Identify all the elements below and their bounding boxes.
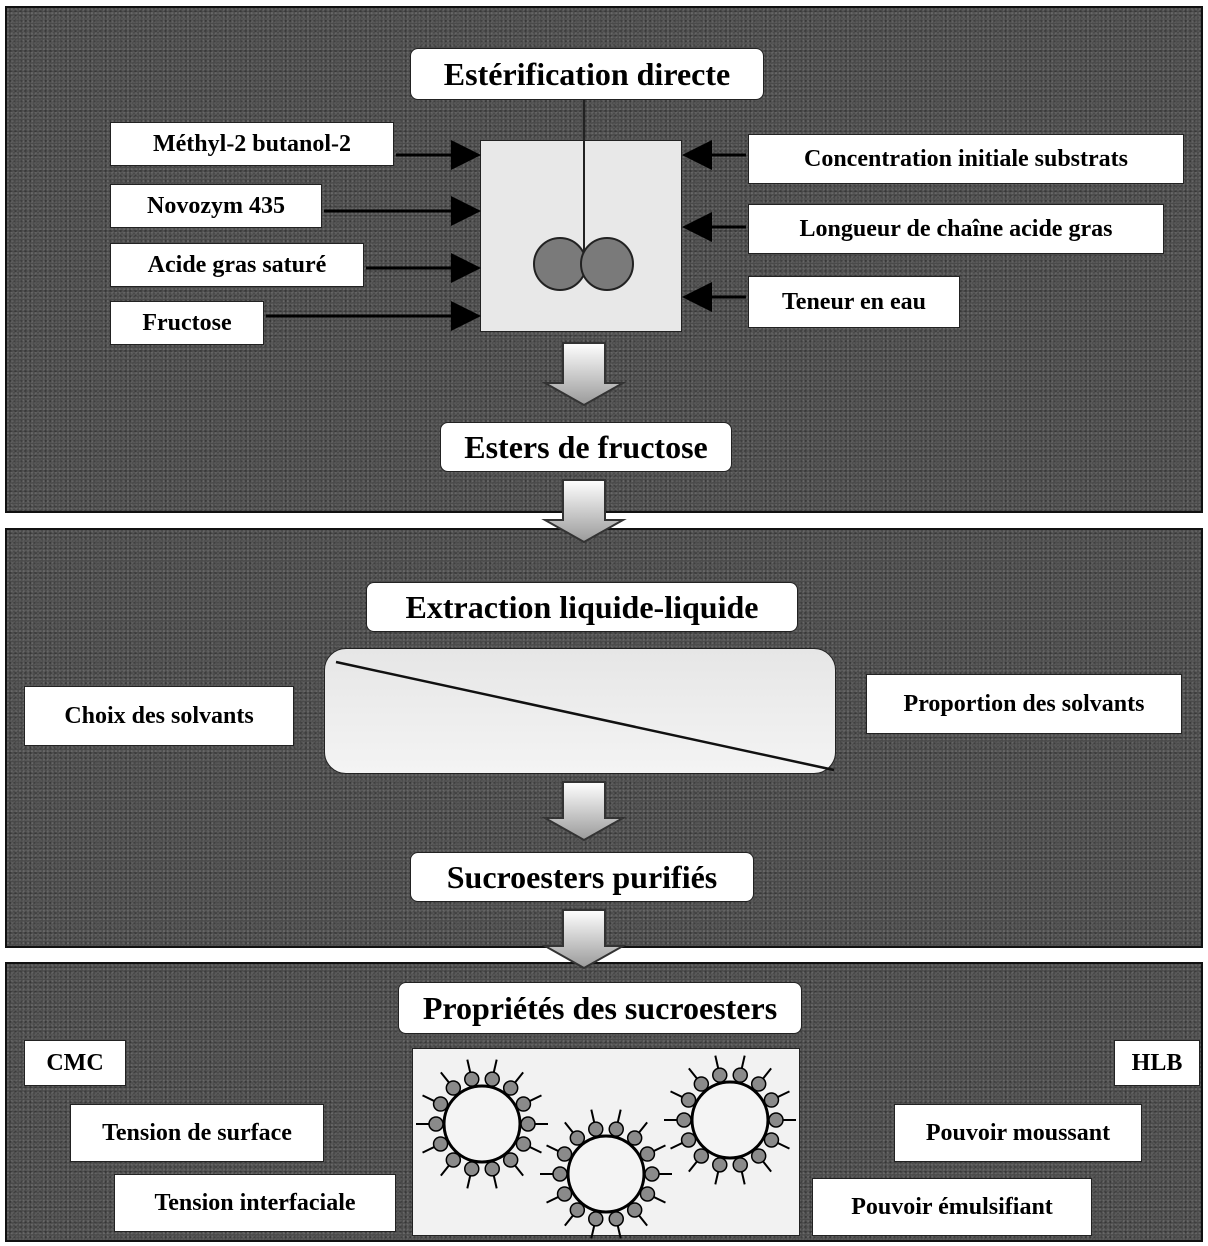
surfactant-head bbox=[693, 1076, 710, 1092]
left-input-arrows bbox=[266, 140, 481, 331]
right-parameter-arrows bbox=[682, 140, 746, 312]
hlb-label: HLB bbox=[1114, 1040, 1200, 1086]
surfactant-head bbox=[768, 1112, 784, 1128]
reactor-vessel bbox=[480, 140, 682, 332]
surfactant-head bbox=[515, 1136, 532, 1152]
param-concentration: Concentration initiale substrats bbox=[748, 134, 1184, 184]
surfactant-head bbox=[515, 1096, 532, 1112]
surfactant-head bbox=[626, 1130, 643, 1146]
proportion-solvants-label: Proportion des solvants bbox=[866, 674, 1182, 734]
proprietes-title: Propriétés des sucroesters bbox=[398, 982, 802, 1034]
tension-surface-label: Tension de surface bbox=[70, 1104, 324, 1162]
extraction-title: Extraction liquide-liquide bbox=[366, 582, 798, 632]
surfactant-head bbox=[680, 1132, 697, 1148]
surfactant-head bbox=[693, 1148, 710, 1164]
surfactant-head bbox=[712, 1067, 728, 1083]
surfactant-head bbox=[445, 1152, 462, 1168]
pouvoir-emulsifiant-label: Pouvoir émulsifiant bbox=[812, 1178, 1092, 1236]
choix-solvants-label: Choix des solvants bbox=[24, 686, 294, 746]
surfactant-head bbox=[750, 1076, 767, 1092]
micelles-icon bbox=[416, 1055, 796, 1239]
surfactant-head bbox=[428, 1116, 444, 1132]
phase-boundary bbox=[335, 660, 835, 772]
param-longueur-chaine: Longueur de chaîne acide gras bbox=[748, 204, 1164, 254]
surfactant-head bbox=[712, 1157, 728, 1173]
surfactant-head bbox=[464, 1071, 480, 1087]
input-fructose: Fructose bbox=[110, 301, 264, 345]
surfactant-head bbox=[484, 1071, 500, 1087]
surfactant-head bbox=[556, 1146, 573, 1162]
surfactant-head bbox=[608, 1121, 624, 1137]
pouvoir-moussant-label: Pouvoir moussant bbox=[894, 1104, 1142, 1162]
surfactant-head bbox=[484, 1161, 500, 1177]
micelle-circle bbox=[690, 1080, 770, 1160]
surfactant-head bbox=[432, 1136, 449, 1152]
surfactant-head bbox=[520, 1116, 536, 1132]
surfactant-head bbox=[569, 1202, 586, 1218]
input-novozym: Novozym 435 bbox=[110, 184, 322, 228]
esters-fructose-output: Esters de fructose bbox=[440, 422, 732, 472]
surfactant-head bbox=[680, 1092, 697, 1108]
surfactant-head bbox=[588, 1121, 604, 1137]
surfactant-head bbox=[732, 1157, 748, 1173]
surfactant-head bbox=[588, 1211, 604, 1227]
surfactant-head bbox=[502, 1152, 519, 1168]
micelle-circle bbox=[566, 1134, 646, 1214]
esterification-title: Estérification directe bbox=[410, 48, 764, 100]
tension-interfaciale-label: Tension interfaciale bbox=[114, 1174, 396, 1232]
surfactant-head bbox=[552, 1166, 568, 1182]
surfactant-head bbox=[763, 1092, 780, 1108]
surfactant-head bbox=[639, 1186, 656, 1202]
surfactant-head bbox=[732, 1067, 748, 1083]
surfactant-head bbox=[763, 1132, 780, 1148]
param-teneur-eau: Teneur en eau bbox=[748, 276, 960, 328]
surfactant-head bbox=[644, 1166, 660, 1182]
surfactant-head bbox=[626, 1202, 643, 1218]
surfactant-head bbox=[445, 1080, 462, 1096]
cmc-label: CMC bbox=[24, 1040, 126, 1086]
stirrer-icon bbox=[533, 100, 634, 291]
sucroesters-purifies-output: Sucroesters purifiés bbox=[410, 852, 754, 902]
input-acide-gras: Acide gras saturé bbox=[110, 243, 364, 287]
surfactant-head bbox=[569, 1130, 586, 1146]
surfactant-head bbox=[432, 1096, 449, 1112]
flow-arrows bbox=[541, 342, 627, 970]
surfactant-head bbox=[502, 1080, 519, 1096]
input-methyl-butanol: Méthyl-2 butanol-2 bbox=[110, 122, 394, 166]
surfactant-head bbox=[639, 1146, 656, 1162]
surfactant-head bbox=[750, 1148, 767, 1164]
surfactant-head bbox=[556, 1186, 573, 1202]
surfactant-head bbox=[608, 1211, 624, 1227]
micelle-circle bbox=[442, 1084, 522, 1164]
surfactant-head bbox=[464, 1161, 480, 1177]
surfactant-head bbox=[676, 1112, 692, 1128]
